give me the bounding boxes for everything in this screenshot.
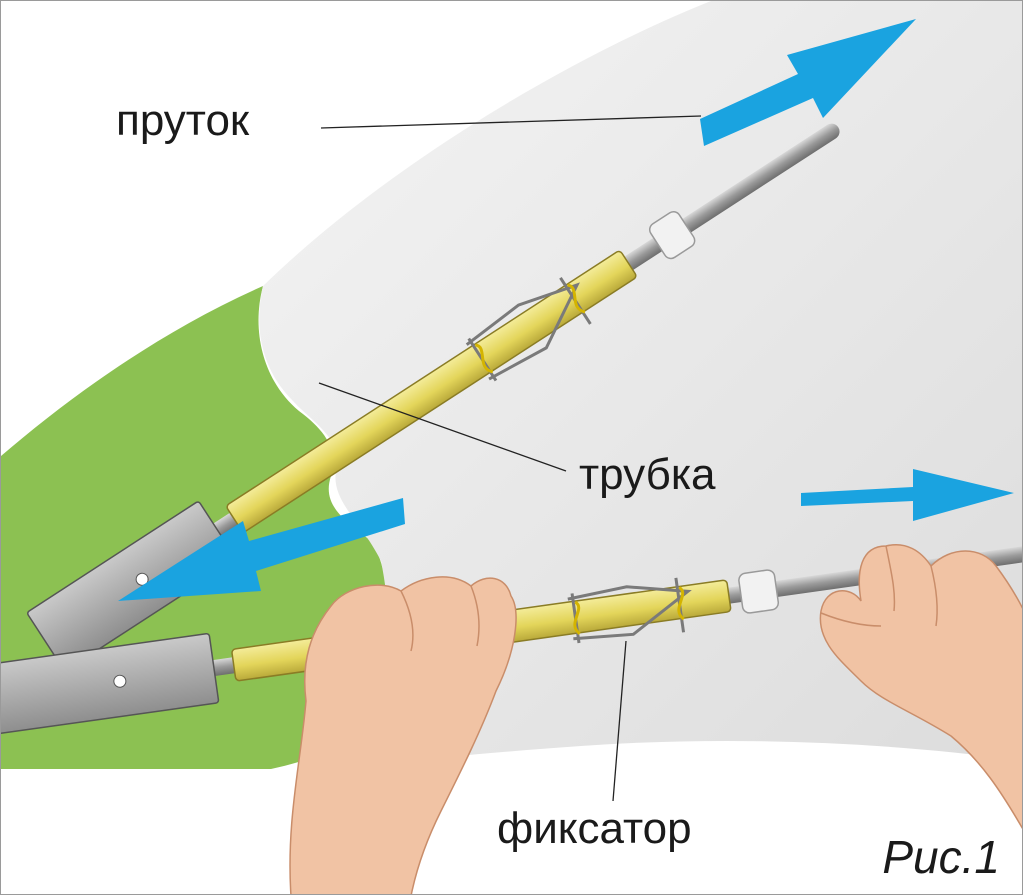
leader-line-rod: [320, 115, 702, 129]
lower-clamp: [567, 577, 692, 644]
lower-collar: [738, 569, 780, 614]
arrow-right-icon: [801, 469, 1014, 521]
arrow-up-right-icon: [700, 19, 916, 146]
lower-sleeve-hole: [113, 674, 127, 688]
label-clamp: фиксатор: [497, 804, 692, 853]
right-hand: [819, 544, 1022, 830]
arrow-down-left-icon: [118, 498, 405, 601]
figure-caption: Рис.1: [882, 831, 1000, 883]
left-hand: [289, 576, 517, 894]
label-rod: пруток: [116, 96, 250, 145]
leader-line-tube: [318, 382, 567, 472]
upper-arc-assembly: [27, 123, 840, 671]
upper-collar: [648, 210, 696, 260]
upper-tube: [226, 250, 637, 533]
upper-clamp: [465, 277, 592, 382]
label-tube: трубка: [579, 450, 716, 499]
upper-sleeve: [27, 501, 237, 671]
leader-line-clamp: [612, 640, 627, 802]
lower-sleeve: [1, 633, 220, 736]
